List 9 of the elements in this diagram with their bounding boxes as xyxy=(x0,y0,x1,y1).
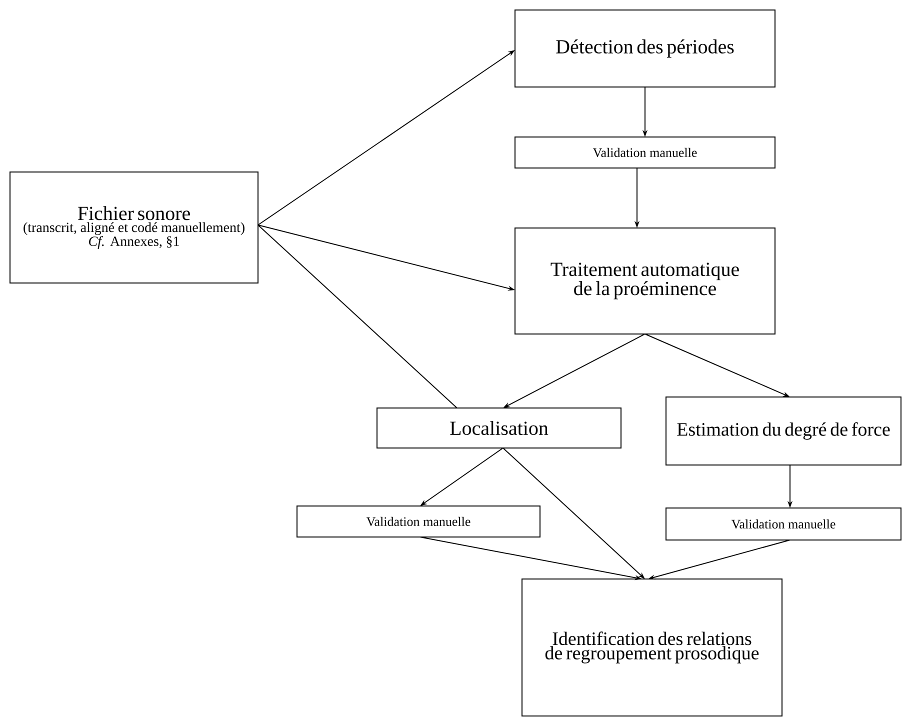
process-box: Estimation du degré de force xyxy=(666,396,902,466)
process-box: Identification des relations de regroupement prosodique xyxy=(522,578,782,716)
process-box: Validation manuelle xyxy=(514,136,776,168)
process-box: Localisation xyxy=(376,407,622,448)
process-box: Fichier sonore (transcrit, aligné et codé manuellement) Cf. Annexes, §1 xyxy=(10,171,258,284)
process-box: Détection des périodes xyxy=(514,10,776,88)
process-box: Validation manuelle xyxy=(296,505,540,538)
process-box: Traitement automatique de la proéminence xyxy=(514,228,776,334)
process-box: Validation manuelle xyxy=(666,507,902,540)
